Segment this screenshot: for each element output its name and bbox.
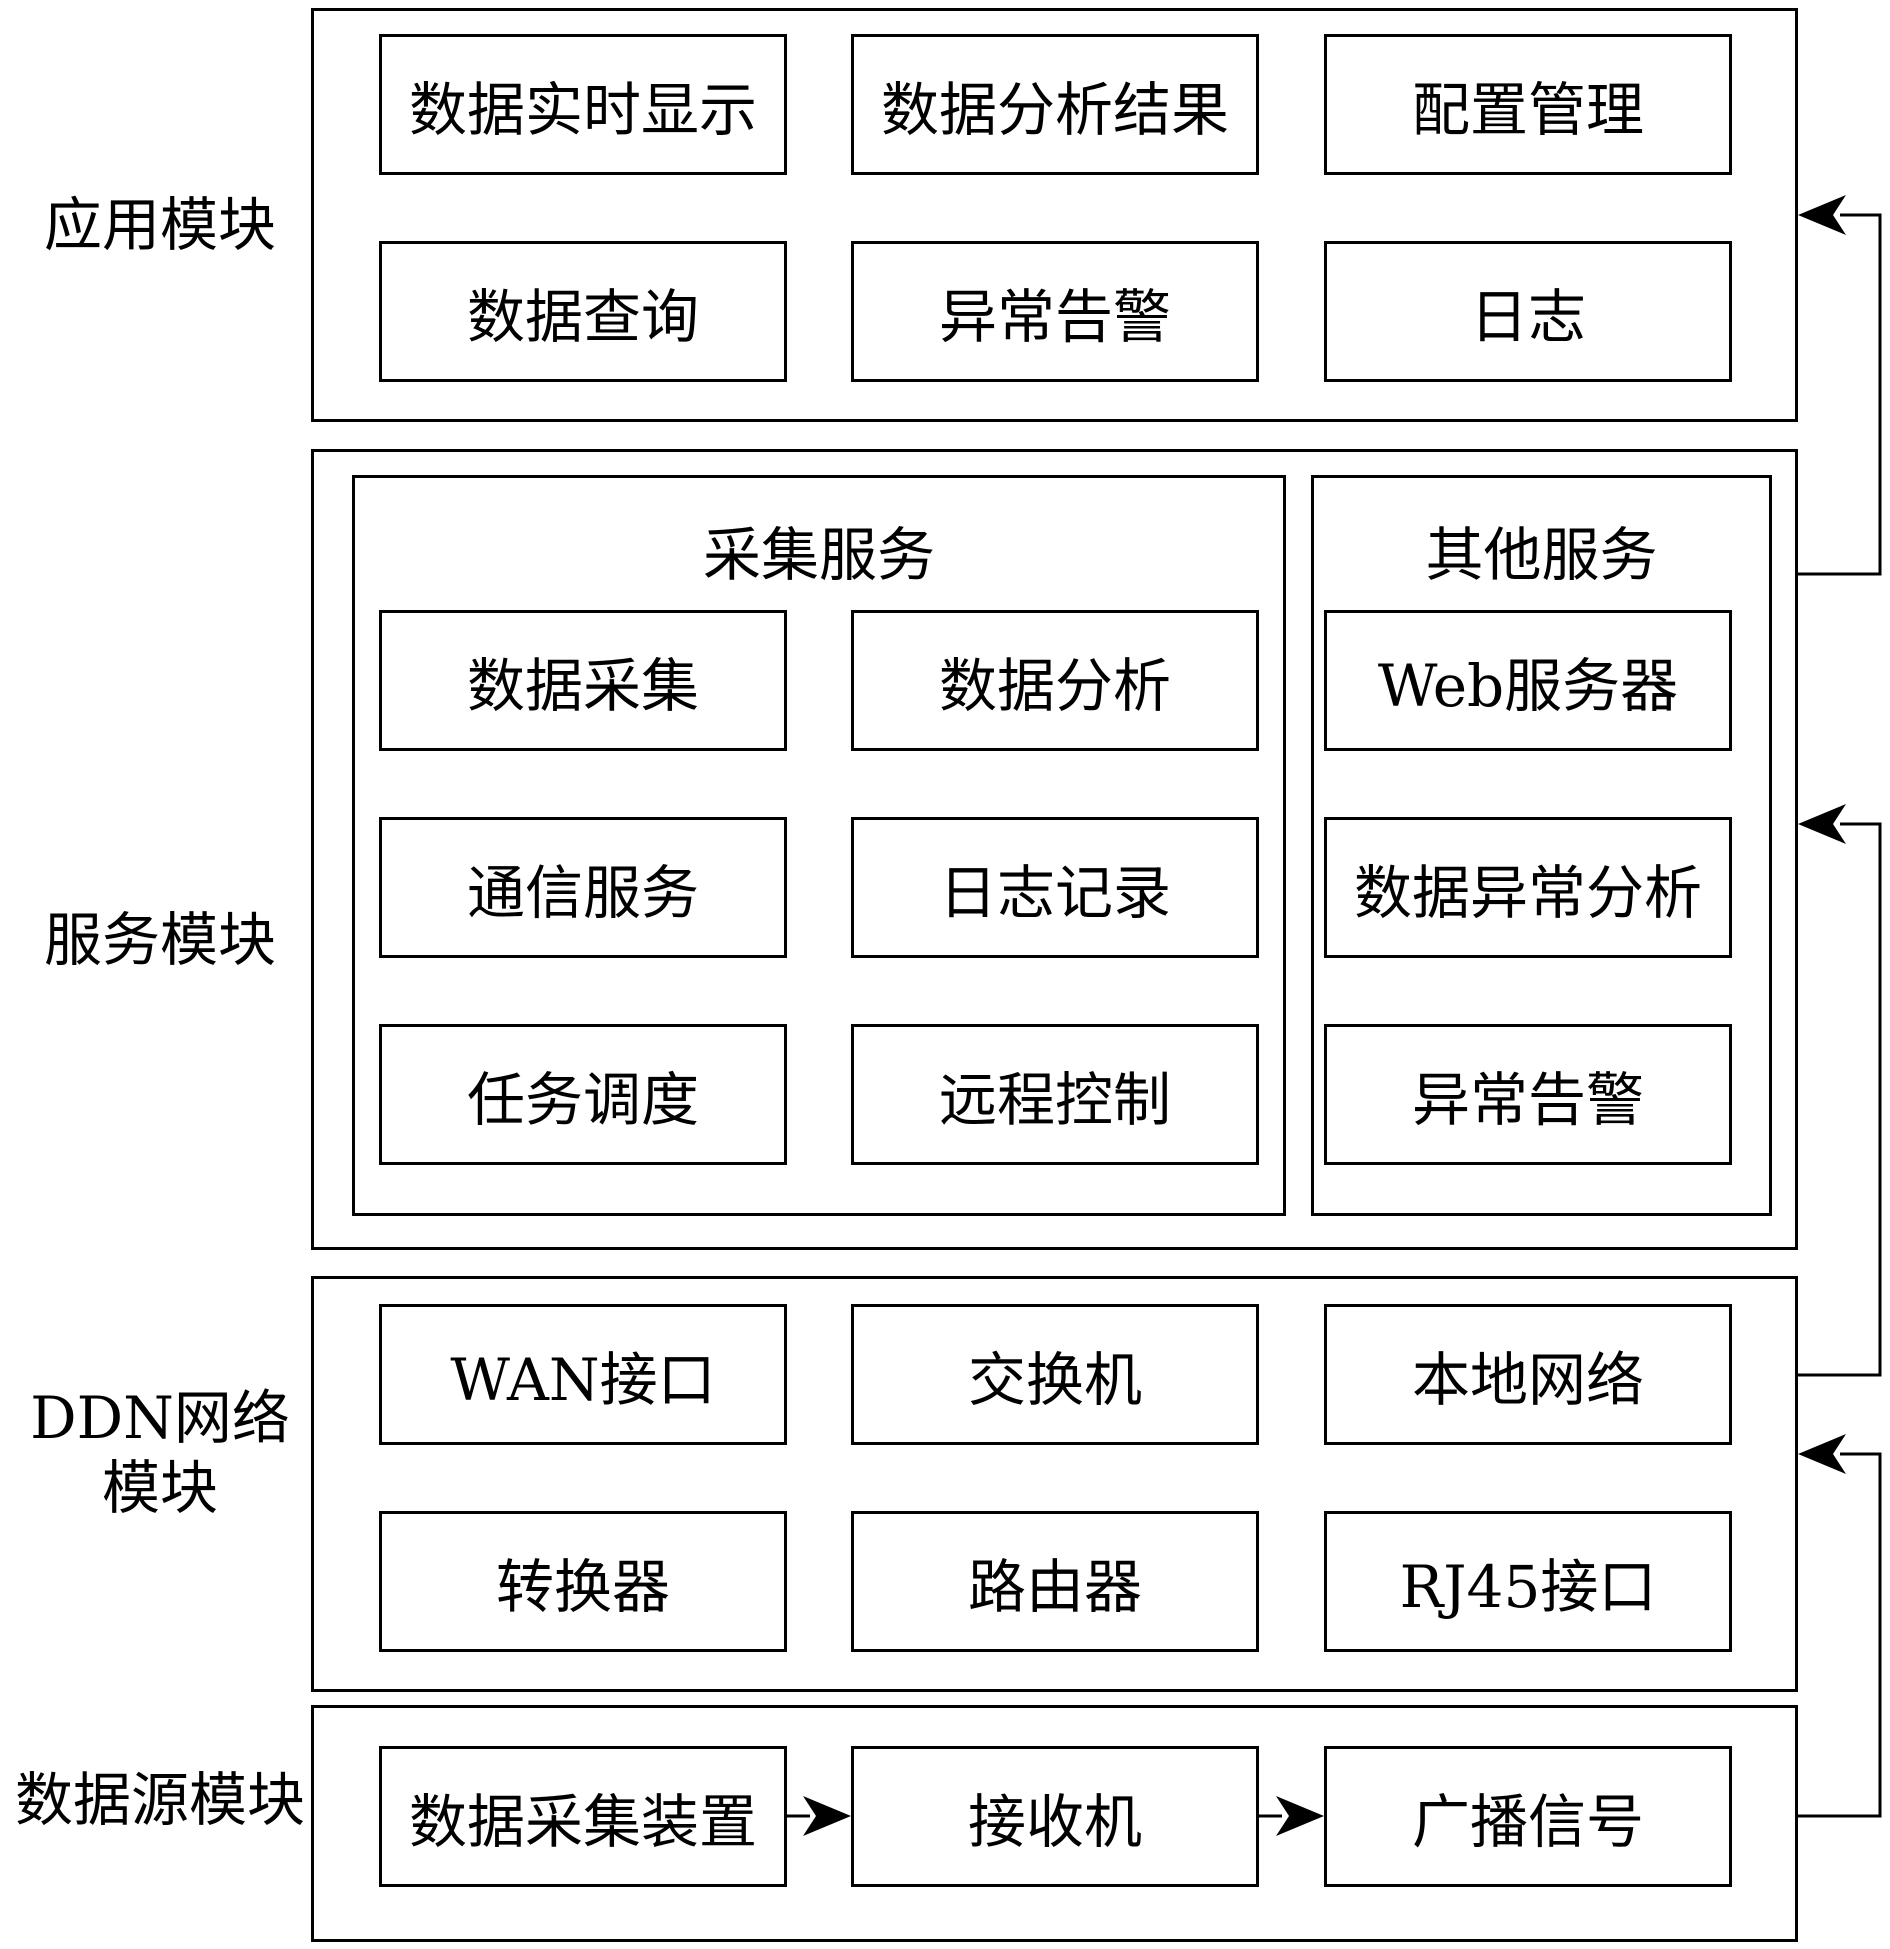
ddn-module-label-line2: 模块 (101, 1454, 218, 1522)
collection-item-data-analysis: 数据分析 (851, 610, 1259, 751)
collection-item-communication: 通信服务 (379, 817, 787, 958)
ddn-module-label: DDN网络 模块 (20, 1383, 300, 1523)
application-module-label: 应用模块 (43, 191, 276, 259)
collection-item-remote-control: 远程控制 (851, 1024, 1259, 1165)
other-item-web-server: Web服务器 (1324, 610, 1732, 751)
app-item-realtime-display: 数据实时显示 (379, 34, 787, 175)
other-service-title: 其他服务 (1425, 521, 1658, 589)
arrowhead-service (1798, 804, 1846, 844)
arrowhead-broadcast (1276, 1796, 1324, 1836)
datasource-module-label: 数据源模块 (14, 1766, 305, 1834)
ddn-item-local-network: 本地网络 (1324, 1304, 1732, 1445)
arrowhead-ddn (1798, 1434, 1846, 1474)
app-item-log: 日志 (1324, 241, 1732, 382)
collection-item-data-collection: 数据采集 (379, 610, 787, 751)
collection-item-task-scheduling: 任务调度 (379, 1024, 787, 1165)
other-item-data-anomaly-analysis: 数据异常分析 (1324, 817, 1732, 958)
other-item-anomaly-alarm: 异常告警 (1324, 1024, 1732, 1165)
ddn-item-wan-interface: WAN接口 (379, 1304, 787, 1445)
service-module-label: 服务模块 (43, 906, 276, 974)
ddn-item-rj45-interface: RJ45接口 (1324, 1511, 1732, 1652)
arrowhead-receiver (803, 1796, 851, 1836)
app-item-data-query: 数据查询 (379, 241, 787, 382)
datasource-item-collection-device: 数据采集装置 (379, 1746, 787, 1887)
ddn-item-switch: 交换机 (851, 1304, 1259, 1445)
collection-item-log-record: 日志记录 (851, 817, 1259, 958)
arrowhead-application (1798, 195, 1846, 235)
connector-datasource-to-ddn (1798, 1452, 1882, 1818)
ddn-item-converter: 转换器 (379, 1511, 787, 1652)
app-item-config-management: 配置管理 (1324, 34, 1732, 175)
collection-service-title: 采集服务 (702, 521, 935, 589)
app-item-analysis-results: 数据分析结果 (851, 34, 1259, 175)
ddn-module-label-line1: DDN网络 (30, 1384, 290, 1452)
connector-ddn-to-service (1798, 822, 1882, 1377)
ddn-item-router: 路由器 (851, 1511, 1259, 1652)
connector-service-to-application (1798, 213, 1882, 576)
app-item-anomaly-alarm: 异常告警 (851, 241, 1259, 382)
datasource-item-receiver: 接收机 (851, 1746, 1259, 1887)
datasource-item-broadcast-signal: 广播信号 (1324, 1746, 1732, 1887)
